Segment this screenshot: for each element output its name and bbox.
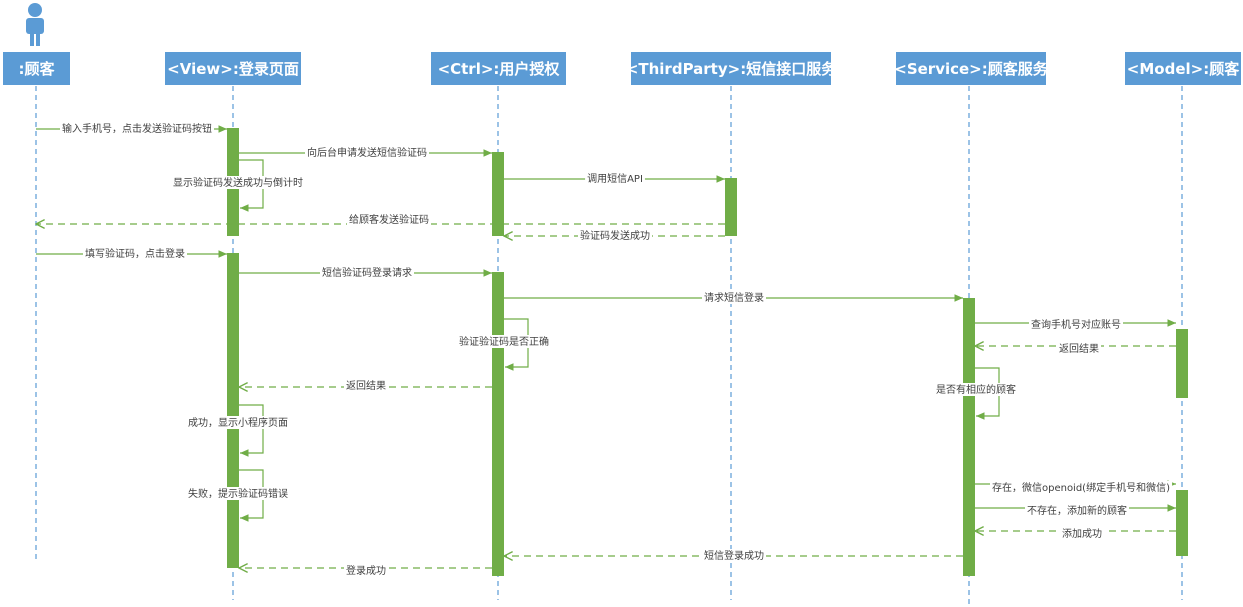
label-background [989,481,1173,494]
message-label: 短信登录成功 [704,549,764,562]
message-m20: 短信登录成功 [504,549,963,562]
label-background [1025,504,1129,517]
person-icon [26,3,44,46]
label-background [344,564,388,577]
message-label: 填写验证码，点击登录 [85,247,185,260]
activation-bar-service [963,298,975,576]
message-m12: 返回结果 [975,342,1176,355]
lifeline-header-customer: :顾客 [3,52,70,85]
message-m13: 返回结果 [239,379,492,392]
lifeline-header-model: <Model>:顾客 [1125,52,1241,85]
message-m6: 验证码发送成功 [504,229,725,242]
label-background [1060,527,1104,540]
message-m5: 给顾客发送验证码 [36,213,725,226]
label-background [1029,318,1123,331]
label-background [186,416,290,429]
label-background [1057,342,1101,355]
message-m14: 是否有相应的顾客 [934,367,1018,420]
message-m16: 失败，提示验证码错误 [186,469,290,522]
message-m11: 验证验证码是否正确 [457,318,551,371]
label-background [83,247,187,260]
message-m17: 存在，微信openoid(绑定手机号和微信) [975,480,1176,494]
label-background [702,549,766,562]
message-label: 请求短信登录 [704,291,764,304]
label-background [60,122,214,135]
activation-bar-third [725,178,737,236]
activation-bar-model [1176,490,1188,556]
activation-bar-model [1176,329,1188,398]
message-label: 返回结果 [1059,342,1099,355]
message-group: 输入手机号，点击发送验证码按钮向后台申请发送短信验证码显示验证码发送成功与倒计时… [36,122,1176,577]
message-label: 验证码发送成功 [580,229,650,242]
label-background [702,291,766,304]
message-label: 查询手机号对应账号 [1031,318,1121,331]
label-background [320,266,414,279]
message-label: 调用短信API [587,172,643,185]
message-m1: 输入手机号，点击发送验证码按钮 [36,122,227,135]
message-label: 验证验证码是否正确 [459,335,549,348]
lifeline-header-ctrl: <Ctrl>:用户授权 [431,52,566,85]
lifeline-header-thirdparty: <ThirdParty>:短信接口服务 [626,52,836,85]
label-background [344,379,388,392]
message-m9: 请求短信登录 [504,291,963,304]
message-label: 是否有相应的顾客 [936,383,1016,396]
message-label: 失败，提示验证码错误 [188,487,288,500]
message-label: 成功，显示小程序页面 [188,416,288,429]
label-background [171,176,305,189]
activation-bar-ctrl [492,152,504,236]
label-background [585,172,645,185]
message-label: 给顾客发送验证码 [349,213,429,226]
message-label: 返回结果 [346,379,386,392]
message-label: 不存在，添加新的顾客 [1027,504,1127,517]
message-m10: 查询手机号对应账号 [975,318,1176,331]
message-label: 短信验证码登录请求 [322,266,412,279]
message-m15: 成功，显示小程序页面 [186,404,290,457]
activation-bar-ctrl [492,272,504,576]
activation-bar-view [227,253,239,568]
message-m3: 显示验证码发送成功与倒计时 [171,159,305,212]
message-m2: 向后台申请发送短信验证码 [239,146,492,159]
lifeline-header-service: <Service>:顾客服务 [894,52,1048,85]
label-background [934,383,1018,396]
message-label: 向后台申请发送短信验证码 [307,146,427,159]
label-background [186,487,290,500]
message-label: 登录成功 [346,564,386,577]
label-background [578,229,652,242]
message-label: 存在，微信openoid(绑定手机号和微信) [992,481,1170,494]
message-label: 添加成功 [1062,527,1102,540]
message-label: 显示验证码发送成功与倒计时 [173,176,303,189]
message-label: 输入手机号，点击发送验证码按钮 [62,122,212,135]
message-m21: 登录成功 [239,564,492,577]
lifeline-header-view: <View>:登录页面 [165,52,301,85]
label-background [305,146,429,159]
lifeline-group [35,86,1183,605]
message-m18: 不存在，添加新的顾客 [975,504,1176,517]
message-m19: 添加成功 [975,527,1176,540]
label-background [347,213,431,226]
message-m7: 填写验证码，点击登录 [36,247,227,260]
message-m4: 调用短信API [504,172,725,185]
message-m8: 短信验证码登录请求 [239,266,492,279]
label-background [457,335,551,348]
activation-group [227,128,1188,576]
